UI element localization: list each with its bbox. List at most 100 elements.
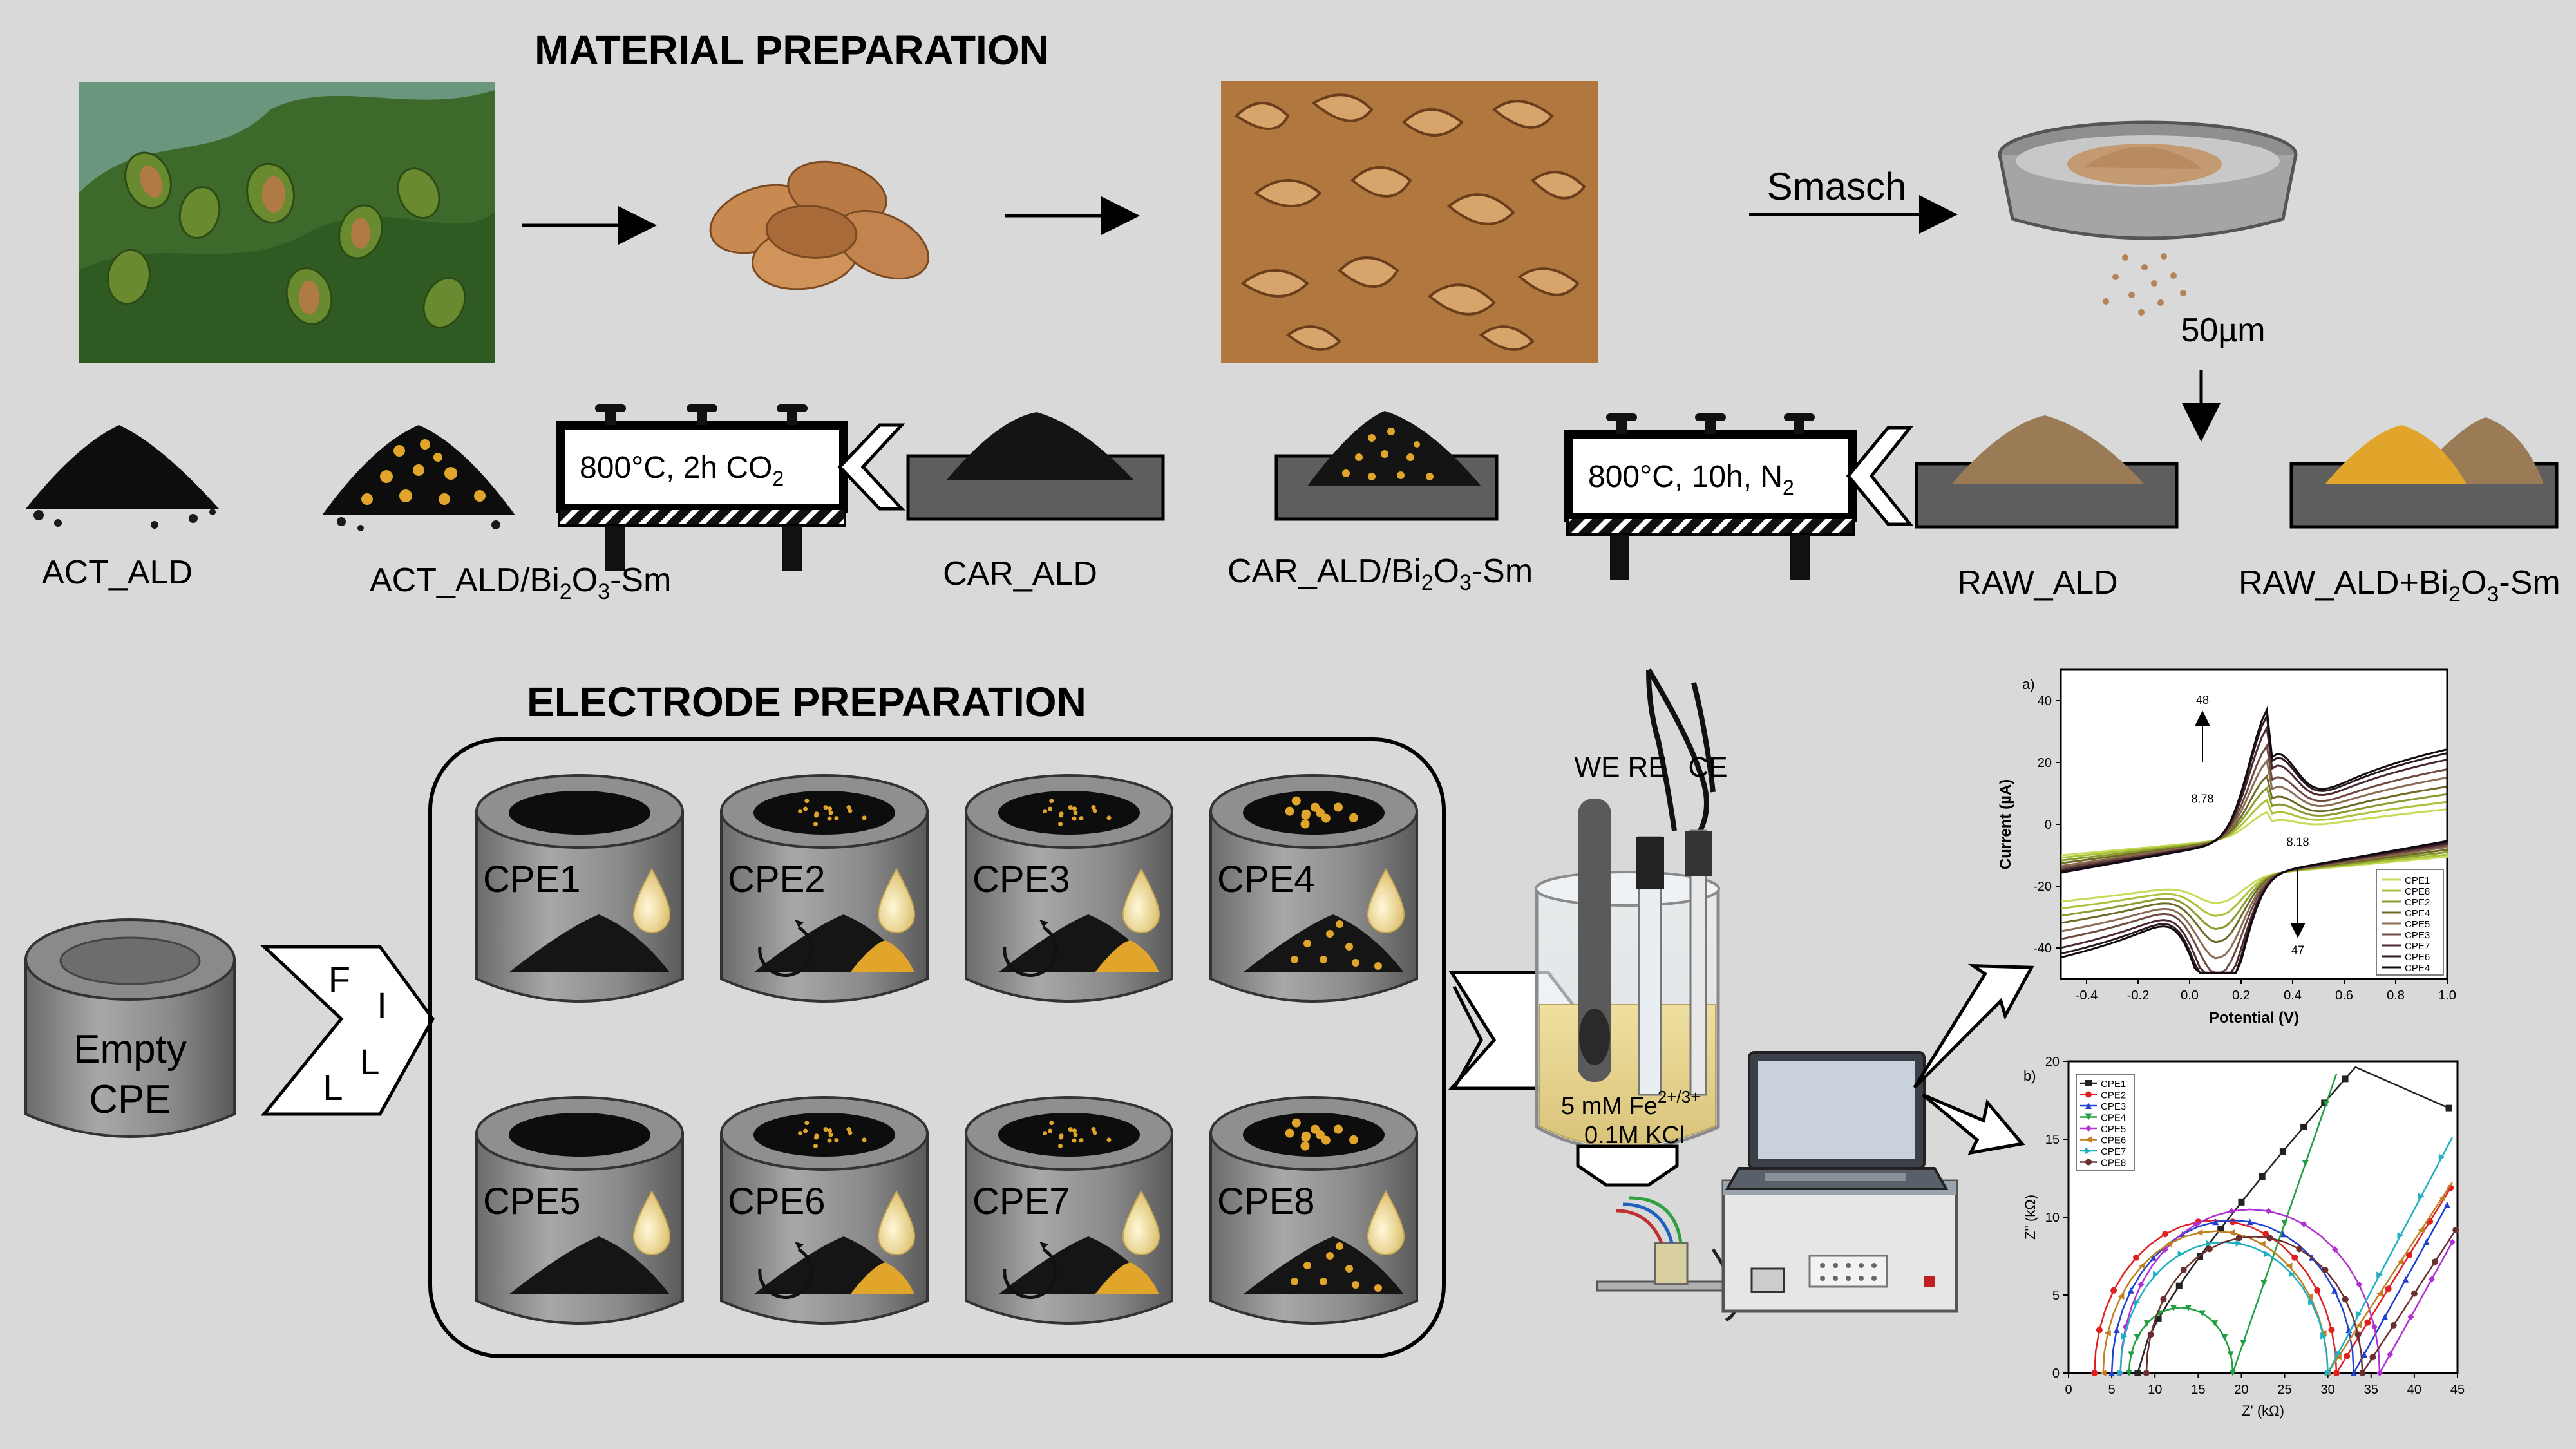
we-label: WE — [1575, 752, 1620, 783]
furnace-n2 — [1564, 413, 1857, 580]
cv-legend-item: CPE8 — [2405, 886, 2430, 897]
nyquist-point — [2085, 1103, 2092, 1109]
nyquist-series-line — [2110, 1204, 2448, 1376]
cpe-label: CPE4 — [1217, 858, 1315, 900]
oil-drop-icon — [1367, 867, 1405, 933]
cv-xlabel: Potential (V) — [2209, 1009, 2299, 1027]
oil-drop-icon — [877, 867, 916, 933]
cpe-electrode-6: CPE6 — [720, 1096, 929, 1325]
nyquist-point — [2428, 1276, 2435, 1283]
almonds-image — [709, 160, 930, 290]
nyquist-point — [2128, 1351, 2135, 1358]
furnace-co2-label: 800°C, 2h CO2 — [580, 451, 784, 490]
nyquist-point — [2376, 1271, 2383, 1278]
section-title-material: MATERIAL PREPARATION — [535, 27, 1049, 73]
chevron-arrow-left-2 — [1846, 426, 1914, 526]
car-ald-label: CAR_ALD — [943, 555, 1097, 592]
arrow-to-cv-chart — [1913, 963, 2034, 1089]
nyquist-point — [2385, 1285, 2392, 1293]
nyquist-point — [2397, 1232, 2404, 1239]
section-title-electrode: ELECTRODE PREPARATION — [527, 679, 1086, 725]
nyquist-point — [2193, 1220, 2200, 1227]
oil-drop-icon — [632, 867, 671, 933]
act-ald-bi2o3-label: ACT_ALD/Bi2O3-Sm — [370, 562, 671, 604]
nyquist-point — [2238, 1198, 2245, 1206]
solution-line1: 5 mM Fe2+/3+ — [1561, 1087, 1700, 1120]
nyquist-point — [2423, 1238, 2430, 1245]
nyquist-point — [2333, 1370, 2340, 1376]
nyquist-point — [2387, 1350, 2394, 1358]
nyquist-point — [2390, 1321, 2397, 1329]
car-ald-bi2o3-tray — [1274, 411, 1499, 521]
nyquist-point — [2306, 1293, 2313, 1300]
cv-annotation: 8.18 — [2286, 836, 2309, 849]
nyquist-point — [2364, 1319, 2371, 1326]
cpe-electrode-5: CPE5 — [475, 1096, 684, 1325]
nyquist-point — [2300, 1220, 2307, 1227]
nyquist-point — [2155, 1315, 2162, 1322]
nyquist-series-line — [2145, 1229, 2457, 1376]
cv-xtick: 0.2 — [2232, 989, 2250, 1003]
fill-arrow — [260, 945, 435, 1116]
nyquist-legend — [2076, 1074, 2135, 1171]
nyquist-point — [2206, 1245, 2213, 1253]
nyquist-point — [2382, 1313, 2389, 1320]
cpe-label: CPE8 — [1217, 1180, 1315, 1222]
ce-label: CE — [1688, 752, 1727, 783]
nyquist-point — [2350, 1370, 2357, 1376]
laptop-icon — [1725, 1051, 1949, 1190]
cv-ytick: 40 — [2038, 694, 2052, 708]
cpe-label: CPE3 — [972, 858, 1070, 900]
nyquist-point — [2452, 1226, 2459, 1233]
nyquist-point — [2165, 1240, 2172, 1247]
nyquist-point — [2196, 1229, 2203, 1236]
nyquist-point — [2184, 1305, 2192, 1312]
nyquist-ytick: 5 — [2052, 1289, 2060, 1303]
nyquist-point — [2296, 1245, 2303, 1253]
nyquist-xtick: 25 — [2277, 1383, 2291, 1397]
nyquist-point — [2246, 1218, 2253, 1226]
nyquist-xtick: 35 — [2364, 1383, 2378, 1397]
nyquist-point — [2110, 1287, 2117, 1294]
nyquist-point — [2137, 1281, 2145, 1288]
cv-ytick: -40 — [2033, 942, 2052, 956]
cv-ytick: 0 — [2045, 818, 2052, 832]
cpe-label: CPE7 — [972, 1180, 1070, 1222]
cv-legend-item: CPE6 — [2405, 952, 2430, 963]
nyquist-point — [2085, 1091, 2092, 1098]
act-ald-label: ACT_ALD — [42, 554, 193, 591]
nyquist-point — [2402, 1276, 2409, 1283]
nyquist-point — [2356, 1281, 2363, 1288]
potentiostat-icon — [1721, 1179, 1958, 1313]
nyquist-point — [2410, 1290, 2418, 1297]
nyquist-point — [2407, 1313, 2414, 1320]
nyquist-point — [2228, 1229, 2235, 1236]
cv-annotation: 8.78 — [2191, 792, 2213, 805]
fill-letter-1: F — [328, 959, 350, 999]
raw-ald-bi2o3-tray — [2289, 417, 2559, 529]
raw-ald-tray — [1915, 415, 2179, 529]
nyquist-point — [2369, 1354, 2376, 1361]
nyquist-point — [2235, 1235, 2242, 1242]
furnace-n2-label: 800°C, 10h, N2 — [1588, 460, 1794, 499]
nyquist-point — [2418, 1226, 2425, 1233]
nyquist-point — [2199, 1310, 2206, 1317]
cv-series-line — [2060, 706, 2448, 974]
nyquist-xtick: 5 — [2108, 1383, 2116, 1397]
cv-legend-item: CPE7 — [2405, 941, 2430, 952]
cell-down-chevron — [1576, 1144, 1679, 1187]
nyquist-point — [2334, 1354, 2342, 1361]
empty-cpe-line2: CPE — [89, 1077, 171, 1122]
cpe-electrode-8: CPE8 — [1209, 1096, 1418, 1325]
cv-xtick: -0.4 — [2076, 989, 2098, 1003]
nyquist-point — [2371, 1323, 2378, 1331]
nyquist-series-line — [2119, 1137, 2454, 1376]
nyquist-point — [2438, 1195, 2445, 1202]
solution-line2: 0.1M KCl — [1584, 1122, 1685, 1149]
cv-ylabel: Current (µA) — [1997, 779, 2014, 869]
nyquist-xtick: 20 — [2234, 1383, 2248, 1397]
cv-xtick: 0.0 — [2181, 989, 2199, 1003]
cpe-electrode-7: CPE7 — [965, 1096, 1173, 1325]
nyquist-ytick: 20 — [2045, 1055, 2060, 1069]
